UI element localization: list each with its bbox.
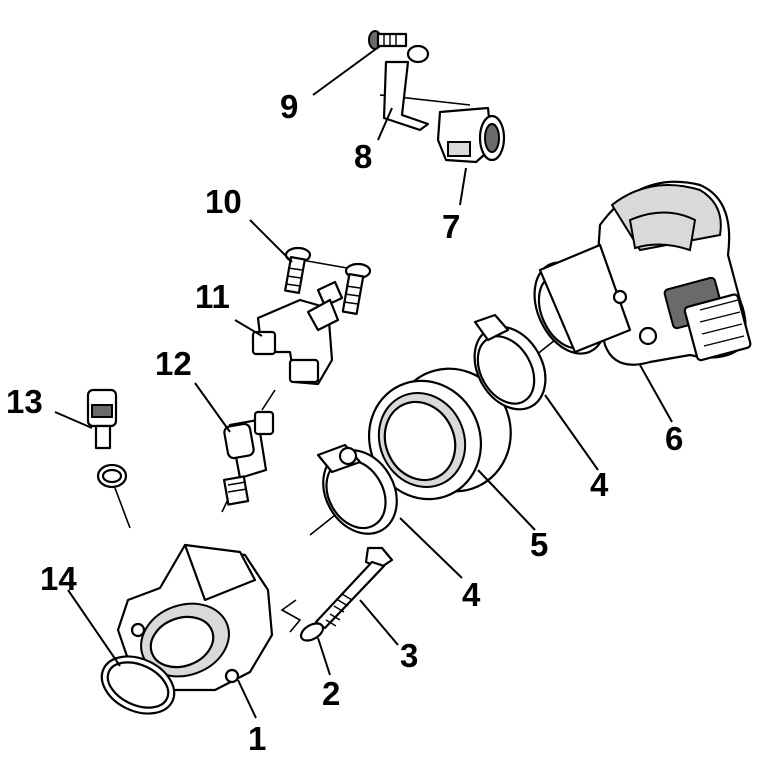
fuel-injector bbox=[222, 410, 275, 506]
mounting-bracket bbox=[382, 60, 430, 132]
leader-lines bbox=[54, 45, 673, 719]
callout-1: 1 bbox=[248, 720, 266, 757]
callout-4-upper: 4 bbox=[590, 466, 609, 503]
bolt bbox=[314, 546, 394, 630]
callout-5: 5 bbox=[530, 526, 548, 563]
hose-clamp-upper bbox=[473, 313, 547, 411]
screw-right bbox=[341, 262, 372, 316]
washer bbox=[299, 622, 325, 642]
callout-2: 2 bbox=[322, 675, 340, 712]
callout-10: 10 bbox=[205, 183, 242, 220]
manifold-o-ring bbox=[100, 655, 176, 715]
callout-3: 3 bbox=[400, 637, 418, 674]
callout-11: 11 bbox=[195, 278, 230, 315]
temperature-sensor bbox=[86, 388, 128, 489]
callout-9: 9 bbox=[280, 88, 298, 125]
callout-4-lower: 4 bbox=[462, 576, 481, 613]
callout-6: 6 bbox=[665, 420, 683, 457]
fuel-rail bbox=[251, 280, 344, 386]
callout-7: 7 bbox=[442, 208, 460, 245]
intake-sleeve bbox=[367, 367, 512, 501]
callout-13: 13 bbox=[6, 383, 43, 420]
callout-8: 8 bbox=[354, 138, 372, 175]
screw-left bbox=[284, 246, 312, 295]
callout-14: 14 bbox=[40, 560, 77, 597]
sensor-connector bbox=[436, 106, 506, 164]
callout-labels: 1 2 3 4 4 5 6 7 8 9 10 11 12 13 14 bbox=[6, 88, 683, 757]
callout-12: 12 bbox=[155, 345, 192, 382]
intake-manifold bbox=[116, 543, 274, 692]
bracket-screw bbox=[368, 30, 430, 64]
throttle-body bbox=[533, 180, 752, 366]
hose-clamp-lower bbox=[316, 443, 398, 535]
